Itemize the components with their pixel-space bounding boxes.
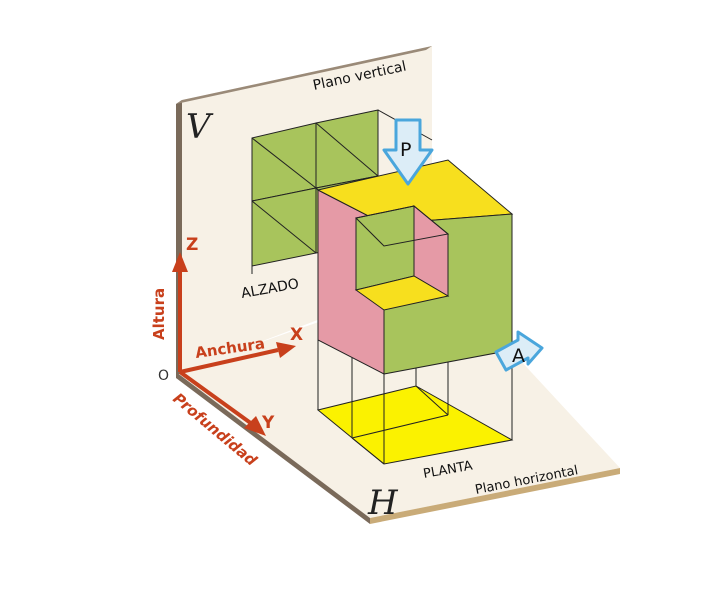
x-axis-arrowhead bbox=[276, 342, 296, 358]
arrow-side-view: A bbox=[494, 330, 544, 372]
arrow-p-letter: P bbox=[400, 139, 411, 161]
plan-line bbox=[351, 414, 449, 439]
plan-line bbox=[415, 385, 449, 416]
y-axis-arrowhead bbox=[244, 416, 266, 436]
arrow-top-view: P bbox=[382, 118, 434, 186]
z-axis-letter: Z bbox=[186, 235, 198, 255]
x-axis-letter: X bbox=[290, 325, 303, 345]
arrow-a-icon bbox=[494, 330, 544, 372]
elevation-diagonal bbox=[315, 122, 379, 177]
origin-label: O bbox=[158, 368, 169, 384]
arrow-p-icon bbox=[382, 118, 434, 186]
vertical-plane-symbol: V bbox=[186, 107, 214, 147]
horizontal-plane-front-edge bbox=[176, 372, 370, 524]
elevation-diagonal bbox=[251, 200, 317, 254]
notch-back-wall bbox=[355, 205, 415, 291]
plan-view bbox=[316, 385, 514, 465]
z-axis-arrowhead bbox=[172, 252, 188, 272]
horizontal-plane-right-edge bbox=[370, 468, 620, 524]
y-axis-line bbox=[178, 370, 254, 426]
plan-line bbox=[351, 437, 385, 465]
x-axis-line bbox=[179, 348, 279, 374]
vertical-plane-top-edge bbox=[176, 46, 432, 104]
y-axis-letter: Y bbox=[261, 413, 275, 433]
z-axis-name: Altura bbox=[150, 288, 168, 340]
horizontal-plane-symbol: H bbox=[367, 483, 399, 523]
solid-object bbox=[316, 159, 514, 375]
notch-top-opening bbox=[354, 205, 450, 247]
elevation-diagonal bbox=[251, 137, 317, 189]
arrow-a-letter: A bbox=[512, 345, 525, 367]
notch-floor bbox=[354, 275, 450, 311]
